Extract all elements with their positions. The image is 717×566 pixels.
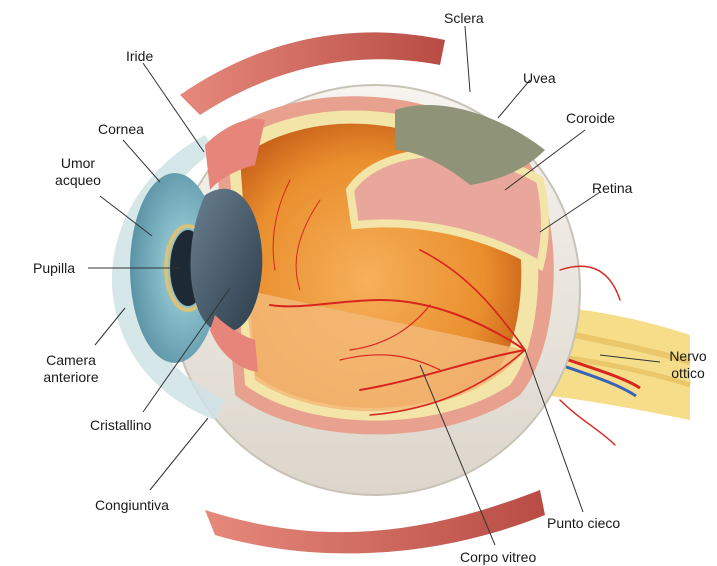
- label-camera-anteriore-line1: Camera: [36, 352, 106, 369]
- eye-interior-cutaway: [215, 96, 554, 434]
- label-umor-acqueo-line2: acqueo: [48, 172, 108, 189]
- label-nervo-ottico: Nervo ottico: [662, 348, 714, 382]
- lens: [191, 189, 263, 332]
- label-retina: Retina: [592, 180, 632, 197]
- label-umor-acqueo-line1: Umor: [48, 155, 108, 172]
- label-umor-acqueo: Umor acqueo: [48, 155, 108, 189]
- label-iride: Iride: [126, 48, 153, 65]
- label-cornea: Cornea: [98, 121, 144, 138]
- label-corpo-vitreo: Corpo vitreo: [460, 549, 536, 566]
- label-punto-cieco: Punto cieco: [547, 515, 620, 532]
- label-camera-anteriore-line2: anteriore: [36, 369, 106, 386]
- label-congiuntiva: Congiuntiva: [95, 497, 169, 514]
- label-nervo-ottico-line1: Nervo: [662, 348, 714, 365]
- label-sclera: Sclera: [444, 10, 484, 27]
- label-pupilla: Pupilla: [33, 260, 75, 277]
- label-coroide: Coroide: [566, 110, 615, 127]
- label-uvea: Uvea: [523, 70, 556, 87]
- label-camera-anteriore: Camera anteriore: [36, 352, 106, 386]
- label-nervo-ottico-line2: ottico: [662, 365, 714, 382]
- label-cristallino: Cristallino: [90, 417, 151, 434]
